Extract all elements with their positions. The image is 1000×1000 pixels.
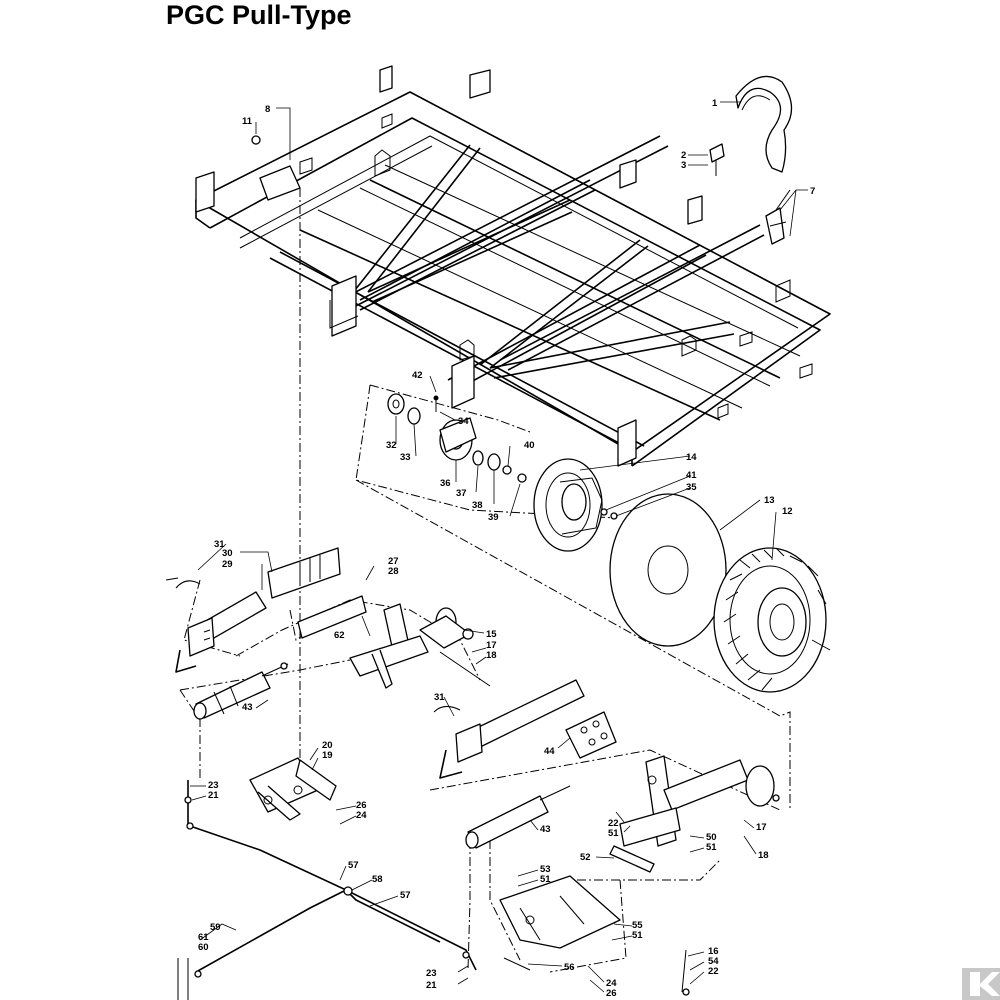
callout-39: 39: [488, 512, 499, 523]
callout-26: 26: [356, 800, 367, 811]
callout-53: 53: [540, 864, 551, 875]
callout-22-lower: 22: [708, 966, 719, 977]
callout-43: 43: [242, 702, 253, 713]
callout-23: 23: [208, 780, 219, 791]
callout-55: 55: [632, 920, 643, 931]
page-title: PGC Pull-Type: [166, 0, 352, 30]
callout-28: 28: [388, 566, 399, 577]
wheel-hub-assembly: [387, 393, 831, 693]
callout-58: 58: [372, 874, 383, 885]
callout-44: 44: [544, 746, 555, 757]
callout-18-right: 18: [758, 850, 769, 861]
callout-3: 3: [681, 160, 686, 171]
callout-51-mid: 51: [540, 874, 551, 885]
callout-36: 36: [440, 478, 451, 489]
callout-23-lower: 23: [426, 968, 437, 979]
callout-59: 59: [210, 922, 221, 933]
k-brand-arrow-icon: [962, 968, 1000, 1000]
callout-2: 2: [681, 150, 686, 161]
callout-54: 54: [708, 956, 719, 967]
main-frame: [195, 65, 831, 467]
callout-51: 51: [608, 828, 619, 839]
callout-29: 29: [222, 559, 233, 570]
callout-21: 21: [208, 790, 219, 801]
hydraulic-hoses: [177, 822, 477, 1000]
callout-32: 32: [386, 440, 397, 451]
right-axle-assembly: [433, 679, 780, 996]
callout-24: 24: [356, 810, 367, 821]
callout-12: 12: [782, 506, 793, 517]
callout-33: 33: [400, 452, 411, 463]
callout-34: 34: [458, 416, 469, 427]
callout-labels: 1 2 3 7 8 11 42 34 32 33 40 14 41 35 36 …: [198, 98, 815, 999]
callout-52: 52: [580, 852, 591, 863]
callout-16: 16: [708, 946, 719, 957]
callout-24-lower: 24: [606, 978, 617, 989]
callout-57-right: 57: [400, 890, 411, 901]
callout-37: 37: [456, 488, 467, 499]
callout-62: 62: [334, 630, 345, 641]
callout-51-right: 51: [706, 842, 717, 853]
callout-19: 19: [322, 750, 333, 761]
callout-56: 56: [564, 962, 575, 973]
callout-60: 60: [198, 942, 209, 953]
callout-7: 7: [810, 186, 815, 197]
callout-26-lower: 26: [606, 988, 617, 999]
callout-1: 1: [712, 98, 718, 109]
callout-8: 8: [265, 104, 270, 115]
callout-51-lower: 51: [632, 930, 643, 941]
left-axle-assembly: [165, 547, 491, 826]
alignment-lines: [179, 188, 791, 973]
callout-14: 14: [686, 452, 697, 463]
callout-20: 20: [322, 740, 333, 751]
callout-31-lower: 31: [434, 692, 445, 703]
callout-40: 40: [524, 440, 535, 451]
callout-30: 30: [222, 548, 233, 559]
callout-27: 27: [388, 556, 399, 567]
callout-13: 13: [764, 495, 775, 506]
callout-38: 38: [472, 500, 483, 511]
callout-18: 18: [486, 650, 497, 661]
callout-43-right: 43: [540, 824, 551, 835]
callout-17: 17: [486, 640, 497, 651]
callout-41: 41: [686, 470, 697, 481]
callout-57: 57: [348, 860, 359, 871]
callout-17-right: 17: [756, 822, 767, 833]
leader-lines: [190, 101, 808, 993]
callout-61: 61: [198, 932, 209, 943]
callout-21-lower: 21: [426, 980, 437, 991]
callout-35: 35: [686, 482, 697, 493]
callout-50: 50: [706, 832, 717, 843]
shank-parts: [251, 75, 793, 245]
callout-11: 11: [242, 116, 253, 127]
callout-22: 22: [608, 818, 619, 829]
callout-15: 15: [486, 629, 497, 640]
callout-31: 31: [214, 539, 225, 550]
callout-42: 42: [412, 370, 423, 381]
